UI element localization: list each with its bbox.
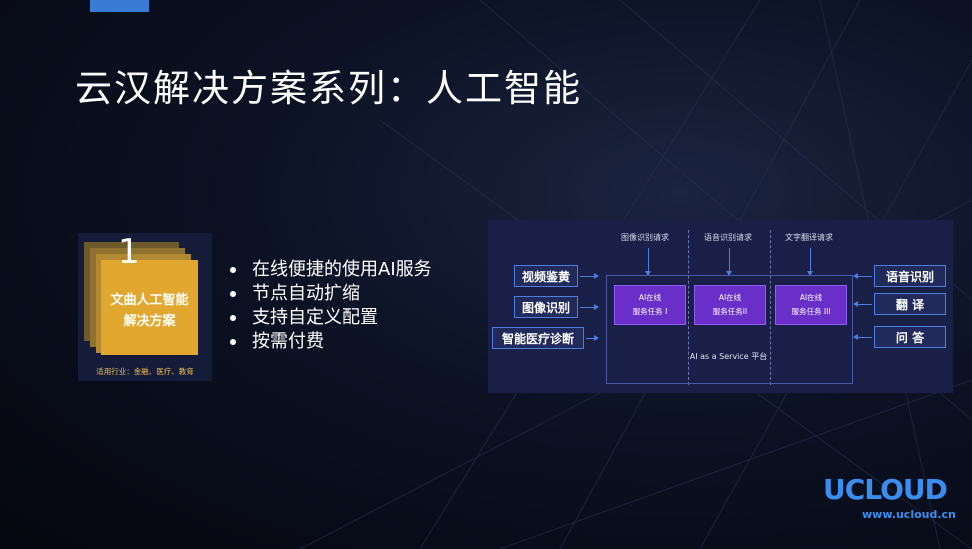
card-number: 1 [118, 232, 140, 272]
feature-list: 在线便捷的使用AI服务 节点自动扩缩 支持自定义配置 按需付费 [230, 258, 432, 354]
accent-bar [90, 0, 149, 12]
input-qa: 问 答 [874, 326, 946, 348]
request-label: 图像识别请求 [621, 233, 669, 242]
bullet-dot-icon [230, 291, 236, 297]
input-medical-diagnosis: 智能医疗诊断 [492, 327, 584, 349]
connector-line [858, 337, 872, 338]
request-arrow-line [648, 248, 649, 272]
bullet-dot-icon [230, 315, 236, 321]
solution-card: 1 文曲人工智能 解决方案 适用行业：金融、医疗、教育 [78, 233, 212, 381]
card-footer: 适用行业：金融、医疗、教育 [96, 367, 194, 376]
platform-box [606, 275, 853, 384]
card-label-line1: 文曲人工智能 [110, 293, 189, 308]
card-label: 文曲人工智能 解决方案 [101, 290, 198, 332]
arrow-left-icon [853, 301, 858, 307]
feature-item: 按需付费 [230, 330, 432, 354]
connector-line [858, 276, 872, 277]
platform-label: AI as a Service 平台 [689, 352, 768, 361]
slide-title: 云汉解决方案系列：人工智能 [75, 67, 582, 110]
bullet-dot-icon [230, 339, 236, 345]
input-speech-recognition: 语音识别 [874, 265, 946, 287]
task-line1: AI在线 [638, 293, 662, 302]
connector-line [580, 276, 594, 277]
feature-item: 支持自定义配置 [230, 306, 432, 330]
task-line2: 服务任务 I [632, 307, 668, 316]
service-task: AI在线 服务任务 I [614, 285, 686, 325]
ucloud-logo: UCLOUD [823, 473, 948, 506]
input-image-recognition: 图像识别 [514, 296, 578, 318]
feature-item: 在线便捷的使用AI服务 [230, 258, 432, 282]
request-label: 语音识别请求 [704, 233, 752, 242]
architecture-diagram: 图像识别请求 语音识别请求 文字翻译请求 AI在线 服务任务 I AI在线 服务… [488, 220, 953, 393]
card-label-line2: 解决方案 [123, 314, 176, 329]
connector-line [858, 304, 872, 305]
request-arrow-line [729, 248, 730, 272]
task-line1: AI在线 [799, 293, 823, 302]
arrow-right-icon [594, 304, 599, 310]
input-translation: 翻 译 [874, 293, 946, 315]
card-front [101, 260, 198, 355]
arrow-down-icon [726, 271, 732, 276]
feature-text: 节点自动扩缩 [252, 283, 360, 304]
feature-text: 按需付费 [252, 331, 324, 352]
arrow-down-icon [807, 271, 813, 276]
service-task: AI在线 服务任务II [694, 285, 766, 325]
task-line1: AI在线 [718, 293, 742, 302]
arrow-right-icon [594, 335, 599, 341]
bullet-dot-icon [230, 267, 236, 273]
input-video-review: 视频鉴黄 [514, 265, 578, 287]
arrow-left-icon [853, 273, 858, 279]
arrow-right-icon [594, 273, 599, 279]
feature-item: 节点自动扩缩 [230, 282, 432, 306]
connector-line [580, 307, 594, 308]
task-line2: 服务任务II [712, 307, 748, 316]
service-task: AI在线 服务任务 III [775, 285, 847, 325]
connector-line [586, 338, 594, 339]
dashed-separator [688, 230, 689, 385]
arrow-down-icon [645, 271, 651, 276]
logo-url: www.ucloud.cn [862, 508, 956, 521]
feature-text: 支持自定义配置 [252, 307, 378, 328]
feature-text: 在线便捷的使用AI服务 [252, 259, 432, 280]
arrow-left-icon [853, 334, 858, 340]
request-label: 文字翻译请求 [785, 233, 833, 242]
dashed-separator [770, 230, 771, 385]
task-line2: 服务任务 III [791, 307, 831, 316]
request-arrow-line [810, 248, 811, 272]
